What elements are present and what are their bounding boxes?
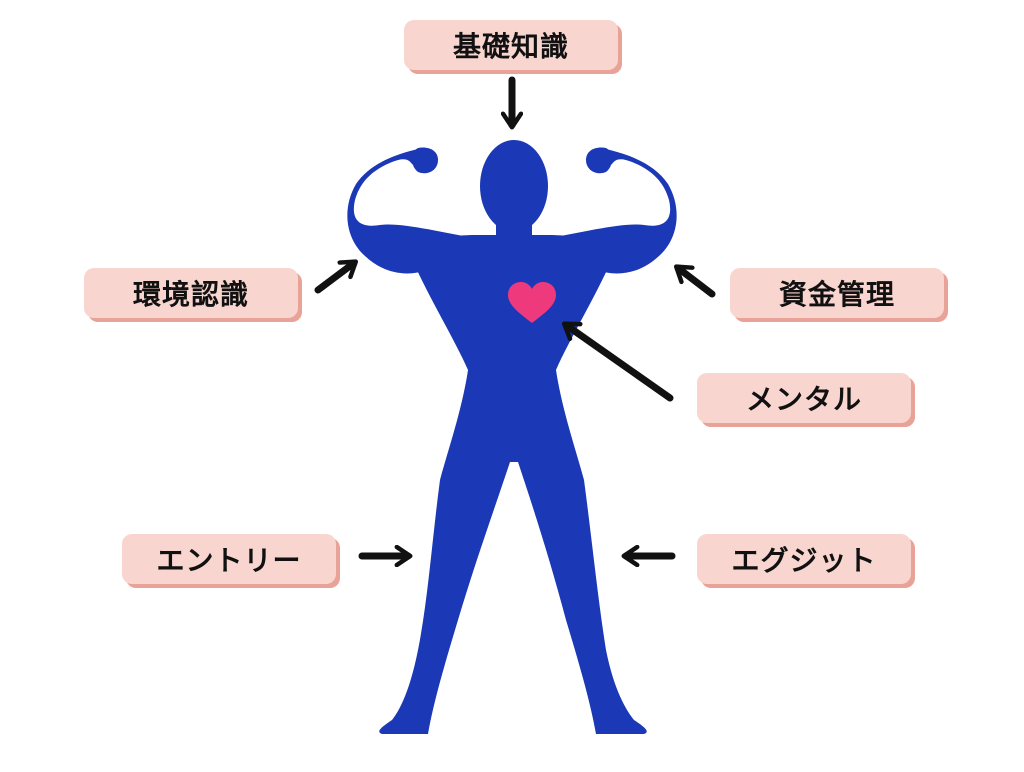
label-exit: エグジット [697,534,911,584]
label-basic-knowledge: 基礎知識 [404,20,618,70]
muscular-figure-icon [347,140,677,734]
label-money-management: 資金管理 [730,268,944,318]
heart-icon [508,282,556,323]
label-environment-recognition: 環境認識 [84,268,298,318]
arrow-right-upper [673,264,716,298]
label-mental: メンタル [697,373,911,423]
label-entry: エントリー [122,534,336,584]
arrow-right-middle [561,321,674,402]
arrow-left-upper [314,259,359,294]
